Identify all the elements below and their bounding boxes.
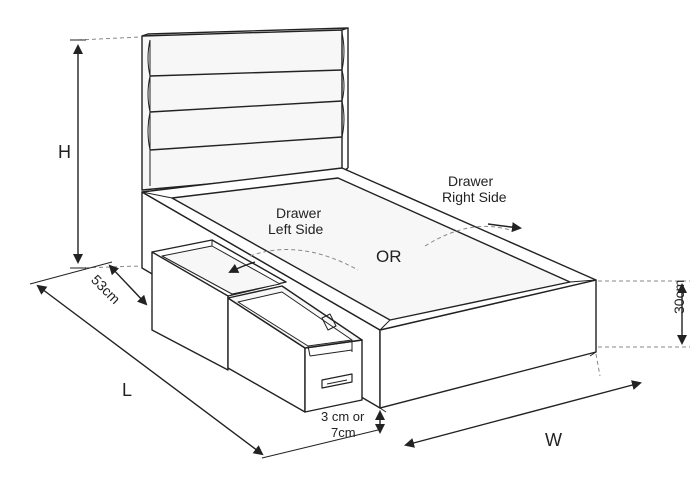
drawer-left-label-1: Drawer [276,205,321,221]
drawer-depth-label: 53cm [88,271,124,307]
dimension-arrows [29,39,687,459]
width-label: W [545,430,562,450]
height-label: H [58,142,71,162]
length-label: L [122,380,132,400]
arrow-curved-left-icon [228,261,256,273]
drawer-right-label-2: Right Side [442,189,507,205]
or-label: OR [376,247,402,266]
arrow-curved-right-icon [487,222,522,233]
drawer-right-label-1: Drawer [448,173,493,189]
dashed-guides [77,36,690,432]
base-height-label: 30cm [671,280,687,314]
drawer-left-label-2: Left Side [268,221,323,237]
leg-height-label-2: 7cm [331,425,356,440]
headboard [141,27,349,191]
leg-height-label-1: 3 cm or [321,409,365,424]
